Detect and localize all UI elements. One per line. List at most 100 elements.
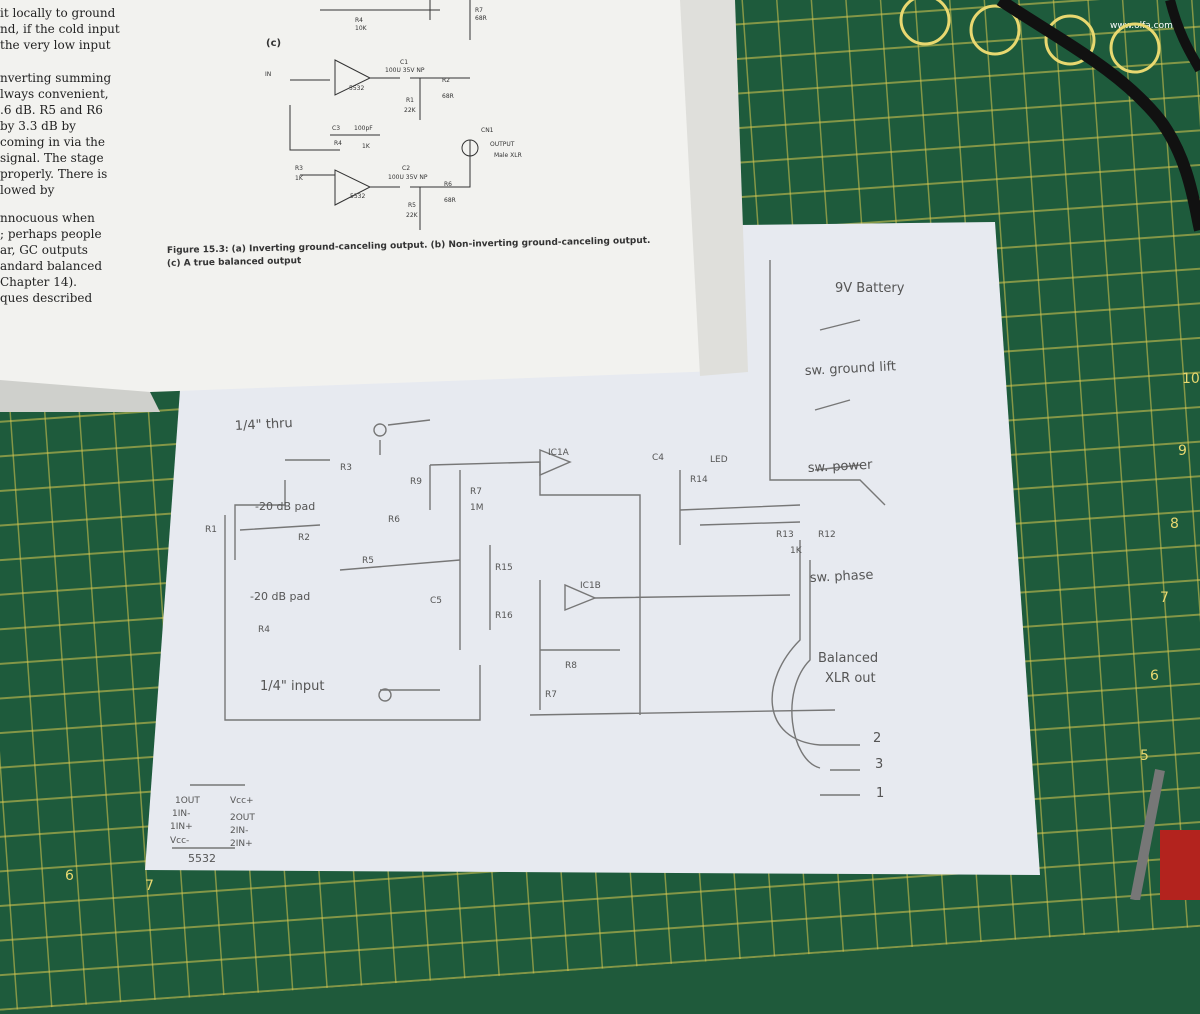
svg-text:R3: R3 (295, 165, 303, 172)
screwdriver-handle (1160, 830, 1200, 900)
svg-text:the very low input: the very low input (0, 38, 111, 52)
svg-text:signal. The stage: signal. The stage (0, 151, 104, 165)
book-page (0, 0, 745, 395)
svg-text:IC1A: IC1A (548, 448, 570, 458)
svg-text:Vcc-: Vcc- (170, 836, 189, 846)
svg-text:2IN+: 2IN+ (230, 839, 253, 849)
svg-text:sw. ground lift: sw. ground lift (804, 359, 896, 379)
svg-text:coming in via the: coming in via the (0, 135, 105, 149)
svg-text:1/4" input: 1/4" input (260, 679, 324, 694)
svg-text:R3: R3 (340, 463, 352, 473)
svg-text:sw. power: sw. power (807, 458, 873, 476)
pinout-diagram: 1OUT 1IN- 1IN+ Vcc- Vcc+ 2OUT 2IN- 2IN+ … (170, 796, 255, 865)
svg-text:1/4" thru: 1/4" thru (234, 416, 293, 434)
book-schematic-labels: (c) IN R4 10K R7 68R C1 100U 35V NP R2 6… (265, 7, 522, 219)
svg-text:100U 35V NP: 100U 35V NP (385, 67, 425, 74)
svg-text:R4: R4 (258, 625, 270, 635)
svg-text:C1: C1 (400, 59, 408, 66)
svg-text:CN1: CN1 (481, 127, 494, 134)
svg-text:R6: R6 (388, 515, 400, 525)
svg-text:R12: R12 (818, 530, 836, 540)
svg-text:3: 3 (875, 757, 883, 772)
svg-text:R6: R6 (444, 181, 452, 188)
svg-text:R2: R2 (442, 77, 450, 84)
svg-text:R15: R15 (495, 563, 513, 573)
svg-text:C4: C4 (652, 453, 664, 463)
svg-text:(c) A true balanced output: (c) A true balanced output (167, 256, 302, 269)
svg-text:68R: 68R (442, 93, 454, 100)
svg-text:1K: 1K (295, 175, 304, 182)
sketch-labels: 1/4" thru 9V Battery sw. ground lift sw.… (170, 281, 905, 865)
svg-text:OUTPUT: OUTPUT (490, 141, 515, 148)
svg-text:by 3.3 dB by: by 3.3 dB by (0, 119, 76, 133)
svg-text:22K: 22K (406, 212, 419, 219)
svg-text:1K: 1K (362, 143, 371, 150)
black-cable (996, 0, 1200, 232)
book-page-stack (680, 0, 748, 376)
svg-text:-20 dB pad: -20 dB pad (250, 590, 310, 603)
car-icon (969, 4, 1021, 56)
svg-text:R5: R5 (408, 202, 416, 209)
svg-text:IN: IN (265, 71, 271, 78)
svg-text:C2: C2 (402, 165, 410, 172)
washer-icon (1044, 14, 1096, 66)
svg-text:1OUT: 1OUT (175, 796, 200, 806)
svg-text:9V Battery: 9V Battery (835, 281, 905, 296)
svg-text:(c): (c) (266, 38, 281, 49)
svg-text:nd, if the cold input: nd, if the cold input (0, 22, 120, 36)
svg-text:R7: R7 (475, 7, 483, 14)
svg-text:R14: R14 (690, 475, 708, 485)
svg-text:1M: 1M (470, 503, 484, 513)
ruler-number: 9 (1178, 443, 1187, 459)
ruler-number: 7 (1160, 590, 1169, 606)
svg-text:andard balanced: andard balanced (0, 259, 102, 273)
book-edge (0, 380, 160, 412)
svg-text:5532: 5532 (350, 193, 365, 200)
ruler-number: 7 (145, 878, 154, 894)
svg-text:C3: C3 (332, 125, 340, 132)
svg-text:.6 dB. R5 and R6: .6 dB. R5 and R6 (0, 103, 103, 117)
svg-text:R9: R9 (410, 477, 422, 487)
sketch-paper (145, 222, 1040, 875)
svg-text:nnocuous when: nnocuous when (0, 211, 95, 225)
svg-text:2OUT: 2OUT (230, 813, 255, 823)
ruler-number: 10 (1182, 371, 1200, 387)
svg-text:R2: R2 (298, 533, 310, 543)
svg-text:R5: R5 (362, 556, 374, 566)
svg-text:2: 2 (873, 731, 881, 746)
svg-text:Chapter 14).: Chapter 14). (0, 275, 77, 289)
svg-text:R4: R4 (355, 17, 363, 24)
svg-text:Vcc+: Vcc+ (230, 796, 254, 806)
svg-text:R7: R7 (545, 690, 557, 700)
black-cable (1165, 0, 1200, 73)
svg-text:1K: 1K (790, 546, 803, 556)
svg-text:1: 1 (876, 786, 884, 801)
svg-text:68R: 68R (475, 15, 487, 22)
svg-text:sw. phase: sw. phase (809, 568, 873, 586)
svg-text:10K: 10K (355, 25, 368, 32)
svg-text:nverting summing: nverting summing (0, 71, 111, 85)
svg-text:R16: R16 (495, 611, 513, 621)
hand-drawn-circuit (172, 260, 886, 849)
svg-text:R1: R1 (406, 97, 414, 104)
svg-text:R7: R7 (470, 487, 482, 497)
mat-icons (899, 0, 1161, 74)
ruler-number: 8 (1170, 516, 1179, 532)
svg-text:R1: R1 (205, 525, 217, 535)
svg-text:22K: 22K (404, 107, 417, 114)
svg-text:-20 dB pad: -20 dB pad (255, 500, 315, 513)
svg-text:C5: C5 (430, 596, 442, 606)
svg-text:properly. There is: properly. There is (0, 167, 107, 181)
ruler-number: 5 (1140, 748, 1149, 764)
book-text-column: it locally to ground nd, if the cold inp… (0, 6, 120, 305)
svg-text:XLR out: XLR out (825, 671, 876, 686)
screwdriver-shaft (1130, 769, 1165, 900)
ruler-number: 6 (1150, 668, 1159, 684)
svg-text:R4: R4 (334, 140, 342, 147)
svg-text:IC1B: IC1B (580, 581, 601, 591)
ruler-number: 6 (65, 868, 74, 884)
svg-text:100pF: 100pF (354, 125, 373, 132)
svg-text:R8: R8 (565, 661, 577, 671)
svg-text:2IN-: 2IN- (230, 826, 248, 836)
